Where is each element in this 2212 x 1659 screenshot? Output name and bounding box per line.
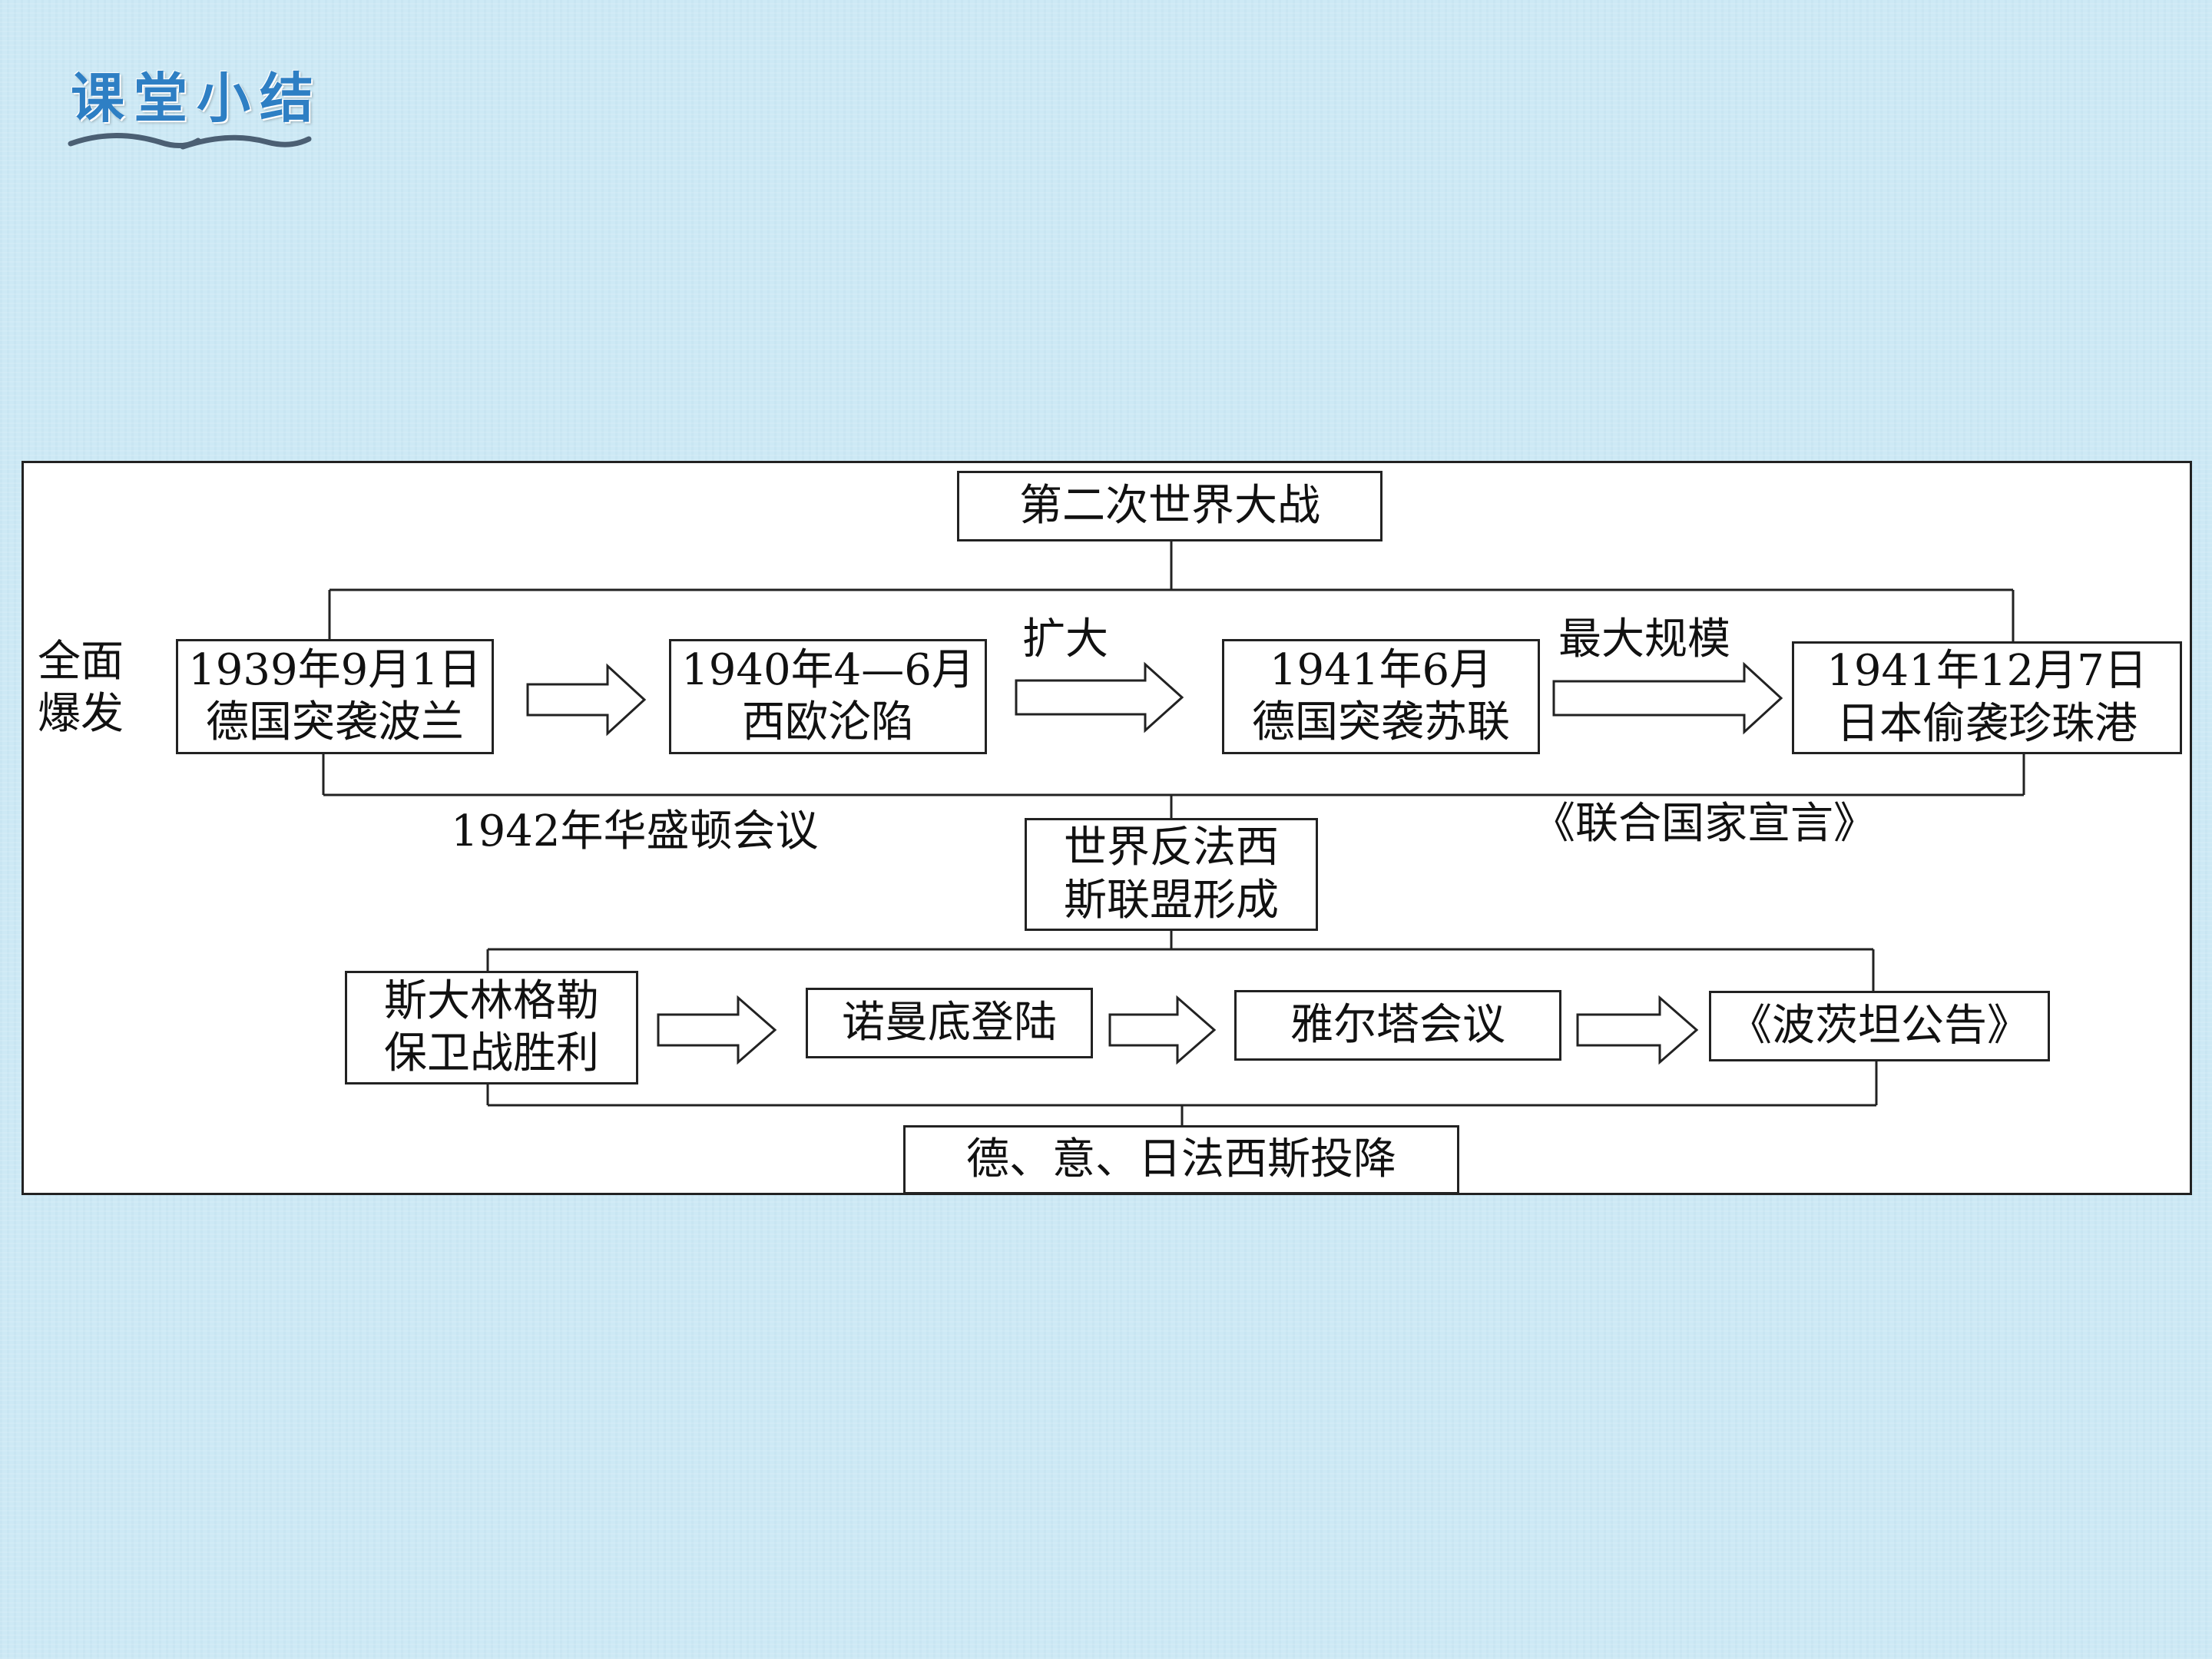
alliance-line1: 世界反法西 [1064, 823, 1279, 873]
event-node-1941-december: 1941年12月7日 日本偷袭珍珠港 [1792, 641, 2182, 754]
root-node: 第二次世界大战 [957, 471, 1382, 541]
event-1941-june-line2: 德国突袭苏联 [1252, 697, 1510, 747]
side-label: 全面 爆发 [38, 636, 124, 741]
arrow-label-expand: 扩大 [1022, 614, 1108, 664]
event-1940-line1: 1940年4—6月 [681, 644, 975, 695]
arrow-5 [1108, 995, 1217, 1065]
event-node-1939: 1939年9月1日 德国突袭波兰 [176, 639, 494, 754]
arrow-1 [526, 663, 647, 737]
arrow-label-largest-scale: 最大规模 [1558, 614, 1730, 664]
swoosh-stroke-left [68, 132, 201, 148]
event-1940-line2: 西欧沦陷 [742, 697, 914, 747]
side-label-line2: 爆发 [38, 689, 124, 740]
side-label-line1: 全面 [38, 637, 124, 687]
event-1939-line2: 德国突袭波兰 [206, 697, 464, 747]
potsdam-text: 《波茨坦公告》 [1729, 1000, 2030, 1051]
event-node-yalta: 雅尔塔会议 [1234, 990, 1561, 1061]
result-node: 德、意、日法西斯投降 [903, 1125, 1459, 1194]
stalingrad-line2: 保卫战胜利 [384, 1028, 599, 1078]
event-node-1940: 1940年4—6月 西欧沦陷 [669, 639, 987, 754]
event-node-normandy: 诺曼底登陆 [806, 988, 1093, 1058]
diagram-panel: 第二次世界大战 全面 爆发 1939年9月1日 德国突袭波兰 1940年4—6月… [22, 461, 2192, 1195]
event-1941-december-line2: 日本偷袭珍珠港 [1836, 698, 2137, 749]
arrow-4 [657, 995, 777, 1065]
event-1939-line1: 1939年9月1日 [188, 644, 482, 695]
title-swoosh-decoration [68, 132, 312, 150]
left-note: 1942年华盛顿会议 [451, 806, 819, 856]
right-note: 《联合国家宣言》 [1532, 799, 1876, 849]
stalingrad-line1: 斯大林格勒 [384, 975, 599, 1026]
arrow-3-largest-scale [1552, 661, 1783, 735]
arrow-6 [1576, 995, 1699, 1065]
result-text: 德、意、日法西斯投降 [966, 1134, 1396, 1184]
slide-title: 课堂小结 [71, 67, 323, 130]
yalta-text: 雅尔塔会议 [1290, 999, 1505, 1050]
root-text: 第二次世界大战 [1019, 480, 1320, 531]
event-1941-june-line1: 1941年6月 [1269, 644, 1493, 695]
event-node-stalingrad: 斯大林格勒 保卫战胜利 [345, 971, 638, 1084]
event-node-potsdam: 《波茨坦公告》 [1709, 991, 2050, 1061]
swoosh-stroke-right [180, 134, 312, 150]
connector-lines [322, 541, 2025, 1125]
event-node-1941-june: 1941年6月 德国突袭苏联 [1222, 639, 1540, 754]
normandy-text: 诺曼底登陆 [842, 997, 1057, 1048]
event-1941-december-line1: 1941年12月7日 [1826, 646, 2147, 697]
alliance-node: 世界反法西 斯联盟形成 [1025, 818, 1318, 931]
alliance-line2: 斯联盟形成 [1064, 875, 1279, 926]
arrow-2-expand [1015, 661, 1184, 733]
